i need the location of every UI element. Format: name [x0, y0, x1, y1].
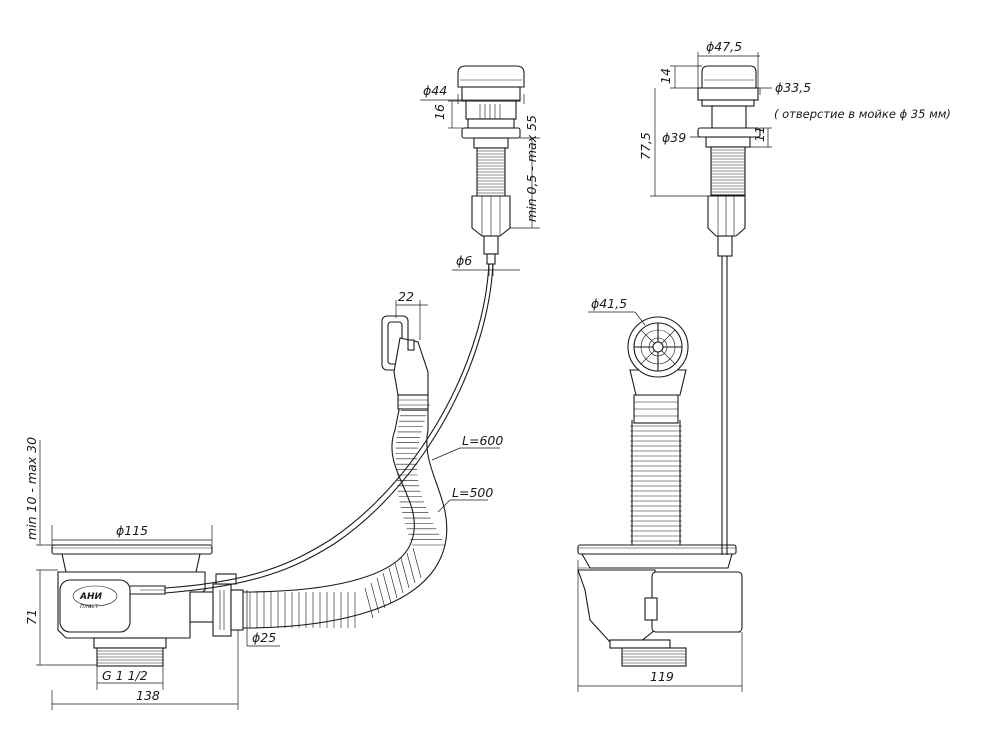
label-w138: 138 — [136, 688, 160, 703]
label-d25: ϕ25 — [252, 630, 276, 645]
label-h16: 16 — [432, 104, 447, 120]
label-L500: L=500 — [452, 485, 493, 500]
label-w22: 22 — [398, 289, 414, 304]
control-cable-left — [164, 261, 494, 594]
label-rim-range: min 10 - max 30 — [24, 437, 39, 540]
brand-logo: АНИ пласт — [72, 585, 118, 610]
label-h77: 77,5 — [638, 132, 653, 160]
label-h11: 11 — [752, 126, 767, 142]
dimension-lines — [36, 52, 772, 710]
label-d44: ϕ44 — [423, 83, 447, 98]
push-button-left — [457, 65, 525, 265]
thread-right — [621, 647, 687, 667]
label-d39: ϕ39 — [662, 130, 686, 145]
control-cable-right — [721, 256, 728, 555]
right-strainer-body — [577, 544, 743, 667]
left-strainer-body — [51, 544, 244, 667]
label-d6: ϕ6 — [456, 253, 472, 268]
label-d33: ϕ33,5 — [775, 80, 811, 95]
label-L600: L=600 — [462, 433, 503, 448]
label-h71: 71 — [24, 609, 39, 625]
label-d47: ϕ47,5 — [706, 39, 742, 54]
label-w119: 119 — [650, 669, 674, 684]
label-d41: ϕ41,5 — [591, 296, 627, 311]
dimension-labels: ϕ44 16 min 0,5 - max 55 ϕ6 22 L=600 L=50… — [24, 39, 951, 703]
label-d115: ϕ115 — [116, 523, 148, 538]
overflow-fitting-left — [381, 315, 429, 410]
logo-text: АНИ — [79, 592, 102, 602]
corrugated-hose-left — [242, 404, 448, 629]
overflow-grille-right — [627, 316, 689, 396]
push-button-right — [697, 65, 761, 257]
label-adjust-range: min 0,5 - max 55 — [524, 115, 539, 222]
label-h14: 14 — [658, 68, 673, 84]
logo-subtext: пласт — [80, 603, 99, 610]
thread-left — [96, 647, 164, 667]
label-hole-note: ( отверстие в мойке ϕ 35 мм) — [774, 107, 951, 121]
corrugated-hose-right — [630, 394, 682, 545]
label-thread: G 1 1/2 — [102, 668, 148, 683]
